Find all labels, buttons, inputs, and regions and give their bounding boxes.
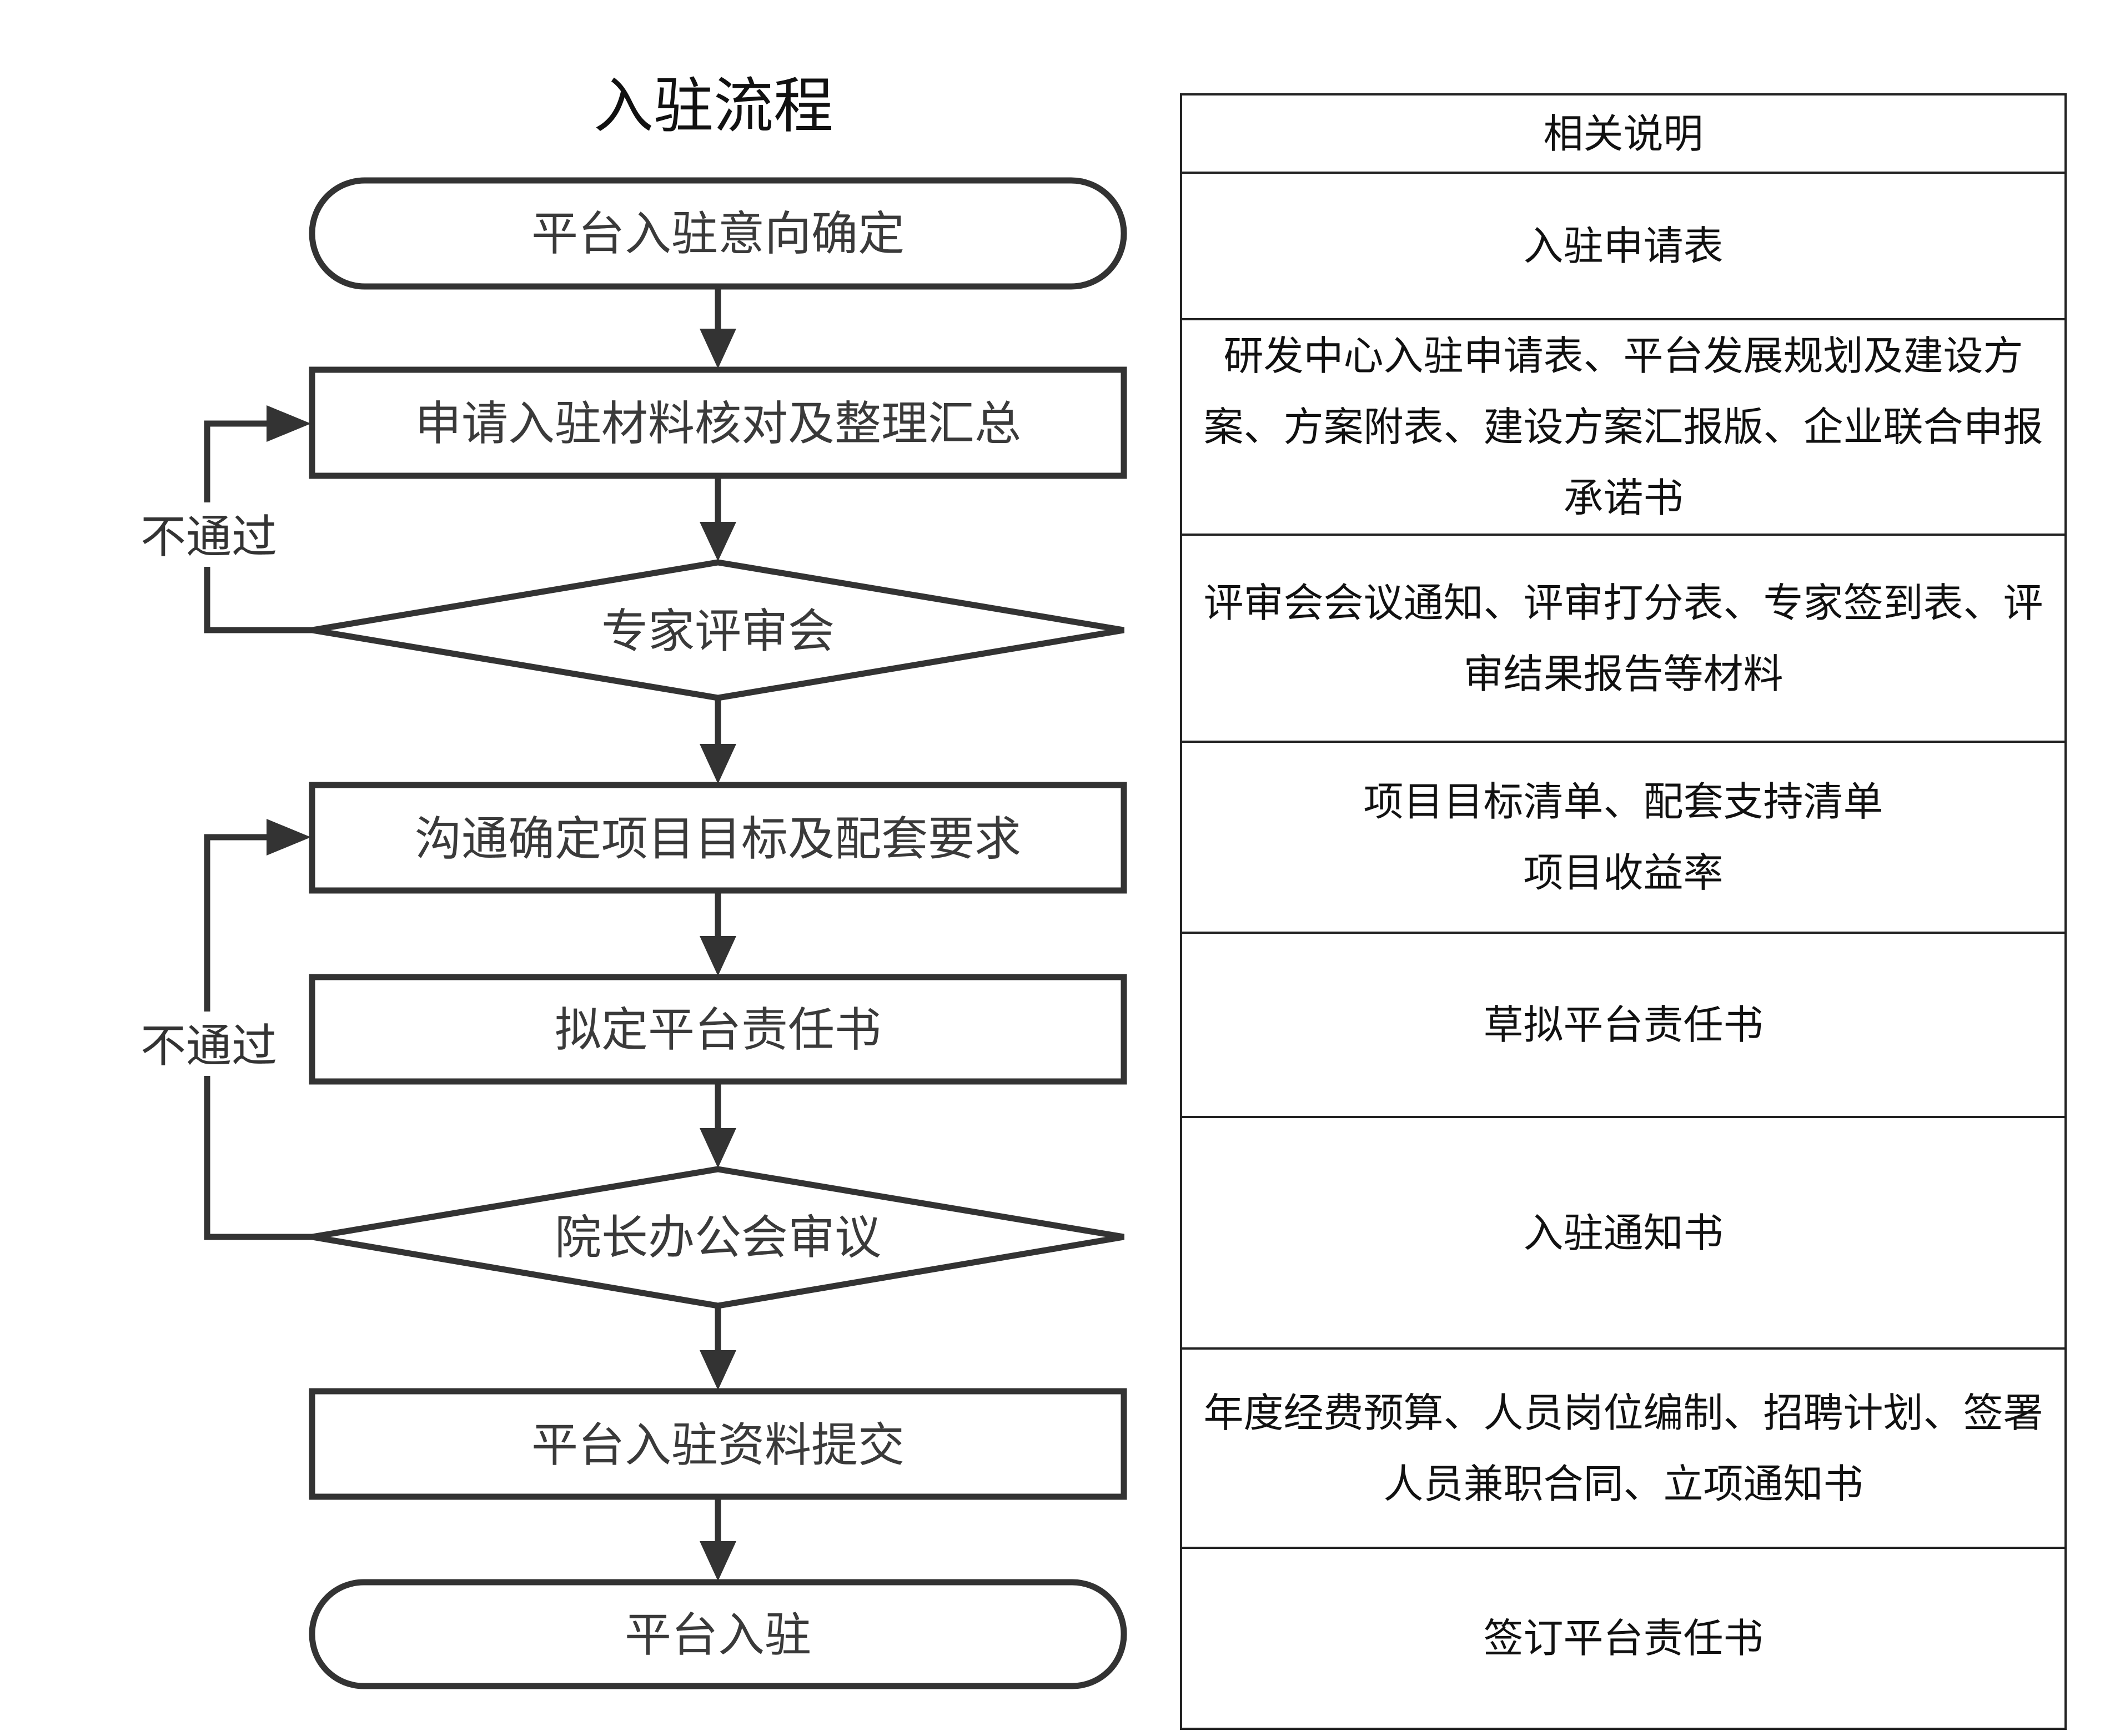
edge-label-bg <box>136 1012 282 1076</box>
arrowhead-icon <box>700 1128 736 1168</box>
arrowhead-icon <box>267 819 311 856</box>
node-process: 平台入驻资料提交 <box>309 1388 1127 1500</box>
edge-label-reject: 不通过 <box>140 1020 277 1073</box>
notes-row: 签订平台责任书 <box>1180 1547 2067 1730</box>
node-end-terminal: 平台入驻 <box>309 1579 1127 1689</box>
notes-row: 年度经费预算、人员岗位编制、招聘计划、签署人员兼职合同、立项通知书 <box>1180 1347 2067 1549</box>
notes-cell: 草拟平台责任书 <box>1180 932 2067 1118</box>
node-label: 专家评审会 <box>601 604 835 658</box>
arrowhead-icon <box>700 522 736 561</box>
node-decision: 专家评审会 <box>312 559 1124 701</box>
node-label: 拟定平台责任书 <box>555 1003 881 1057</box>
notes-cell: 项目目标清单、配套支持清单项目收益率 <box>1180 741 2067 934</box>
arrowhead-icon <box>700 1541 736 1581</box>
notes-line: 案、方案附表、建设方案汇报版、企业联合申报 <box>1203 404 2043 450</box>
node-label: 院长办公会审议 <box>555 1210 881 1265</box>
edge-s1-s2 <box>700 286 736 369</box>
flow-title: 入驻流程 <box>594 72 833 141</box>
edge-label-bg <box>136 502 282 567</box>
notes-line: 签订平台责任书 <box>1483 1615 1764 1662</box>
notes-line: 草拟平台责任书 <box>1483 1002 1764 1048</box>
arrowhead-icon <box>267 405 311 442</box>
notes-row: 评审会会议通知、评审打分表、专家签到表、评审结果报告等材料 <box>1180 534 2067 743</box>
notes-line: 审结果报告等材料 <box>1463 650 1784 697</box>
node-label: 申请入驻材料核对及整理汇总 <box>415 396 1021 451</box>
node-label: 平台入驻 <box>625 1608 811 1662</box>
arrowhead-icon <box>700 329 736 369</box>
notes-table: 相关说明 入驻申请表 研发中心入驻申请表、平台发展规划及建设方案、方案附表、建设… <box>1180 93 2067 1730</box>
node-process: 沟通确定项目目标及配套要求 <box>309 782 1127 894</box>
notes-header: 相关说明 <box>1180 93 2067 174</box>
arrowhead-icon <box>700 744 736 784</box>
flowchart: 入驻流程 <box>136 72 1127 1689</box>
edge-s6-s7 <box>700 1306 736 1390</box>
notes-line: 入驻申请表 <box>1523 223 1724 269</box>
notes-line: 评审会会议通知、评审打分表、专家签到表、评 <box>1203 579 2043 626</box>
notes-row: 入驻通知书 <box>1180 1116 2067 1350</box>
notes-line: 项目收益率 <box>1523 849 1724 896</box>
node-process: 申请入驻材料核对及整理汇总 <box>309 366 1127 479</box>
notes-cell: 评审会会议通知、评审打分表、专家签到表、评审结果报告等材料 <box>1180 534 2067 743</box>
notes-row: 草拟平台责任书 <box>1180 932 2067 1118</box>
node-label: 平台入驻意向确定 <box>531 207 905 261</box>
edge-label-reject: 不通过 <box>140 511 277 563</box>
arrowhead-icon <box>700 1350 736 1390</box>
notes-line: 年度经费预算、人员岗位编制、招聘计划、签署 <box>1203 1389 2043 1436</box>
notes-row: 研发中心入驻申请表、平台发展规划及建设方案、方案附表、建设方案汇报版、企业联合申… <box>1180 318 2067 536</box>
notes-line: 承诺书 <box>1563 475 1684 521</box>
notes-cell: 研发中心入驻申请表、平台发展规划及建设方案、方案附表、建设方案汇报版、企业联合申… <box>1180 318 2067 536</box>
edges-layer <box>204 286 736 1581</box>
notes-line: 项目目标清单、配套支持清单 <box>1363 778 1883 825</box>
arrowhead-icon <box>700 936 736 976</box>
notes-cell: 年度经费预算、人员岗位编制、招聘计划、签署人员兼职合同、立项通知书 <box>1180 1347 2067 1549</box>
edge-s4-s5 <box>700 890 736 976</box>
edge-s7-s8 <box>700 1497 736 1581</box>
edge-s5-s6 <box>700 1081 736 1168</box>
notes-cell: 入驻通知书 <box>1180 1116 2067 1350</box>
notes-line: 研发中心入驻申请表、平台发展规划及建设方 <box>1223 333 2023 379</box>
node-label: 沟通确定项目目标及配套要求 <box>415 812 1021 866</box>
notes-row: 入驻申请表 <box>1180 172 2067 320</box>
edge-s3-s4 <box>700 698 736 784</box>
notes-line: 人员兼职合同、立项通知书 <box>1383 1460 1863 1507</box>
notes-header-row: 相关说明 <box>1180 93 2067 174</box>
node-decision: 院长办公会审议 <box>312 1166 1124 1309</box>
notes-line: 入驻通知书 <box>1523 1209 1724 1256</box>
nodes-layer: 平台入驻意向确定 申请入驻材料核对及整理汇总 专家评审会 沟通确定项目目标及配套… <box>309 177 1127 1689</box>
notes-cell: 签订平台责任书 <box>1180 1547 2067 1730</box>
node-process: 拟定平台责任书 <box>309 974 1127 1085</box>
edge-s2-s3 <box>700 476 736 561</box>
node-label: 平台入驻资料提交 <box>531 1418 905 1472</box>
node-start-terminal: 平台入驻意向确定 <box>309 177 1127 290</box>
notes-cell: 入驻申请表 <box>1180 172 2067 320</box>
notes-row: 项目目标清单、配套支持清单项目收益率 <box>1180 741 2067 934</box>
